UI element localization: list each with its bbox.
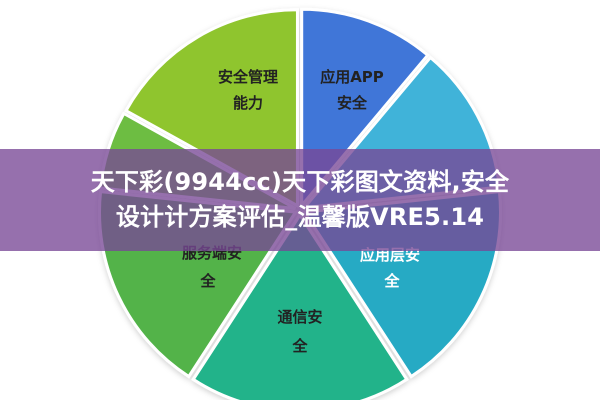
banner-line-2: 设计计方案评估_温馨版VRE5.14 — [115, 203, 485, 231]
segment-label-communication-2: 全 — [291, 337, 308, 355]
title-banner: 天下彩(9944cc)天下彩图文资料,安全 设计计方案评估_温馨版VRE5.14 — [0, 149, 600, 251]
banner-line-1: 天下彩(9944cc)天下彩图文资料,安全 — [90, 168, 510, 196]
segment-label-app-2: 安全 — [337, 94, 368, 112]
segment-label-application-layer-2: 全 — [383, 272, 400, 290]
segment-communication — [191, 212, 409, 400]
segment-label-app-1: 应用APP — [320, 68, 384, 86]
segment-label-server-2: 全 — [199, 272, 216, 290]
segment-label-management-1: 安全管理 — [218, 68, 278, 86]
segment-label-management-2: 能力 — [233, 94, 263, 112]
segment-label-communication-1: 通信安 — [277, 308, 322, 326]
